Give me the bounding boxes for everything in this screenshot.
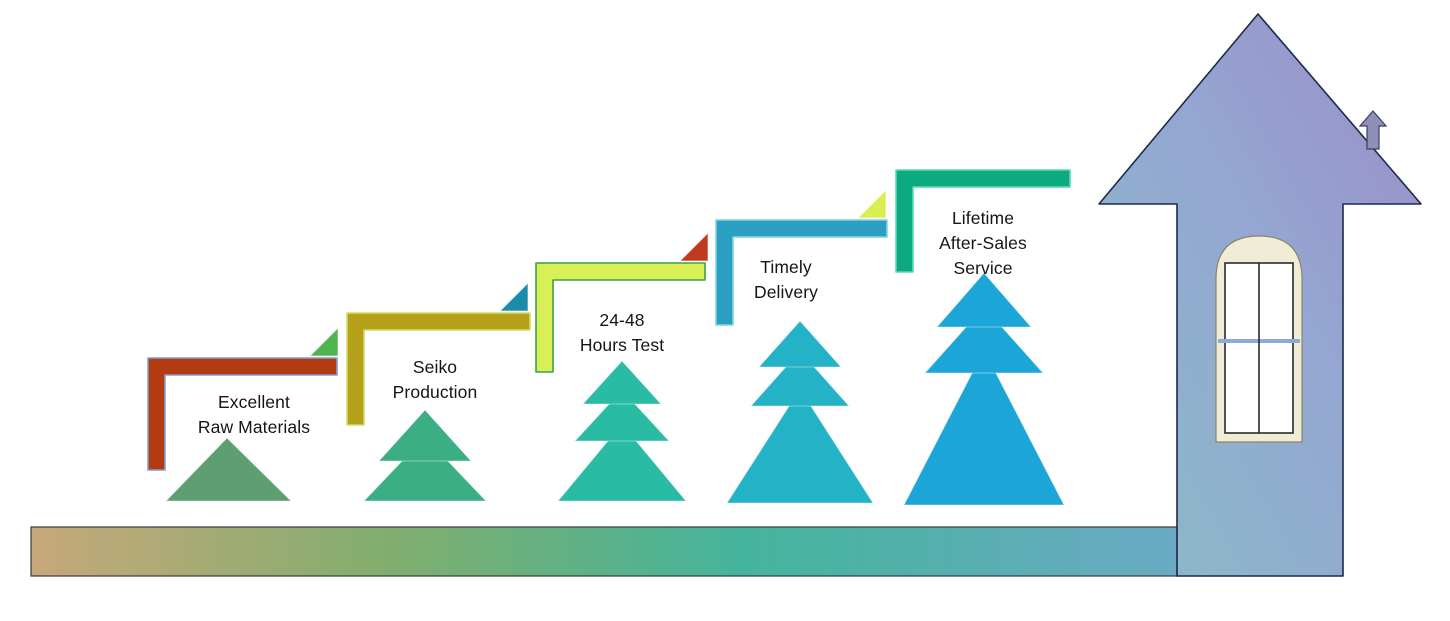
tree-icon-5 [903,272,1065,506]
step-label-24-48-hours-test: 24-48 Hours Test [579,310,665,355]
corner-triangle-icon-4 [856,188,887,219]
step-bracket-1 [147,357,338,471]
corner-triangle-icon-1 [308,326,339,357]
step-label-seiko-production: Seiko Production [392,357,478,402]
tree-icon-4 [726,320,874,504]
step-label-lifetime-after-sales-service: Lifetime After-Sales Service [939,208,1027,278]
step-bracket-2 [346,312,531,426]
tree-icon-3 [556,360,688,502]
corner-triangle-icon-2 [498,281,529,312]
step-brackets [147,169,1071,471]
step-label-excellent-raw-materials: Excellent Raw Materials [197,392,311,437]
corner-triangle-icon-3 [678,231,709,262]
corner-triangles [308,188,887,357]
step-label-timely-delivery: Timely Delivery [753,257,818,302]
trees [164,272,1065,506]
step-bracket-4 [715,219,888,326]
tree-icon-2 [362,409,488,502]
baseline-gradient-bar [30,526,1178,577]
window-icon [1215,235,1303,443]
tree-icon-1 [164,437,293,502]
step-bracket-3 [535,262,706,373]
step-bracket-5 [895,169,1071,273]
chimney-arrow-icon [1358,110,1388,150]
